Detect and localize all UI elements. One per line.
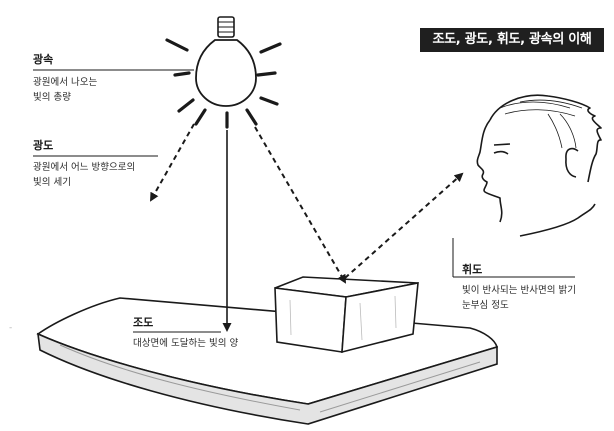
platform-surface xyxy=(36,297,498,425)
desc-line: 눈부심 정도 xyxy=(462,300,509,311)
light-bulb-icon xyxy=(195,16,257,107)
arrow-luminance xyxy=(344,172,464,279)
desc-line: 빛의 세기 xyxy=(33,177,71,188)
leader-lines xyxy=(33,69,575,333)
desc-illuminance: 대상면에 도달하는 빛의 양 xyxy=(133,336,238,351)
term-luminous-intensity: 광도 xyxy=(33,139,54,152)
desc-luminance: 빛이 반사되는 반사면의 밝기 눈부심 정도 xyxy=(462,283,576,313)
term-luminous-flux: 광속 xyxy=(33,53,54,66)
term-luminance: 휘도 xyxy=(462,263,483,276)
arrow-to-box xyxy=(254,126,347,284)
arrow-intensity xyxy=(150,123,195,202)
desc-line: 광원에서 어느 방향으로의 xyxy=(33,162,136,173)
desc-luminous-flux: 광원에서 나오는 빛의 총량 xyxy=(33,75,97,105)
desc-line: 대상면에 도달하는 빛의 양 xyxy=(133,338,239,349)
desc-line: 광원에서 나오는 xyxy=(33,77,98,88)
box-icon xyxy=(274,276,419,354)
mark-left: - xyxy=(9,323,12,333)
desc-line: 빛의 총량 xyxy=(33,92,71,103)
desc-line: 빛이 반사되는 반사면의 밝기 xyxy=(462,285,576,296)
term-illuminance: 조도 xyxy=(133,316,154,329)
person-head-icon xyxy=(476,94,602,237)
light-rays xyxy=(165,38,282,129)
page-title: 조도, 광도, 휘도, 광속의 이해 xyxy=(420,28,604,52)
desc-luminous-intensity: 광원에서 어느 방향으로의 빛의 세기 xyxy=(33,160,135,190)
